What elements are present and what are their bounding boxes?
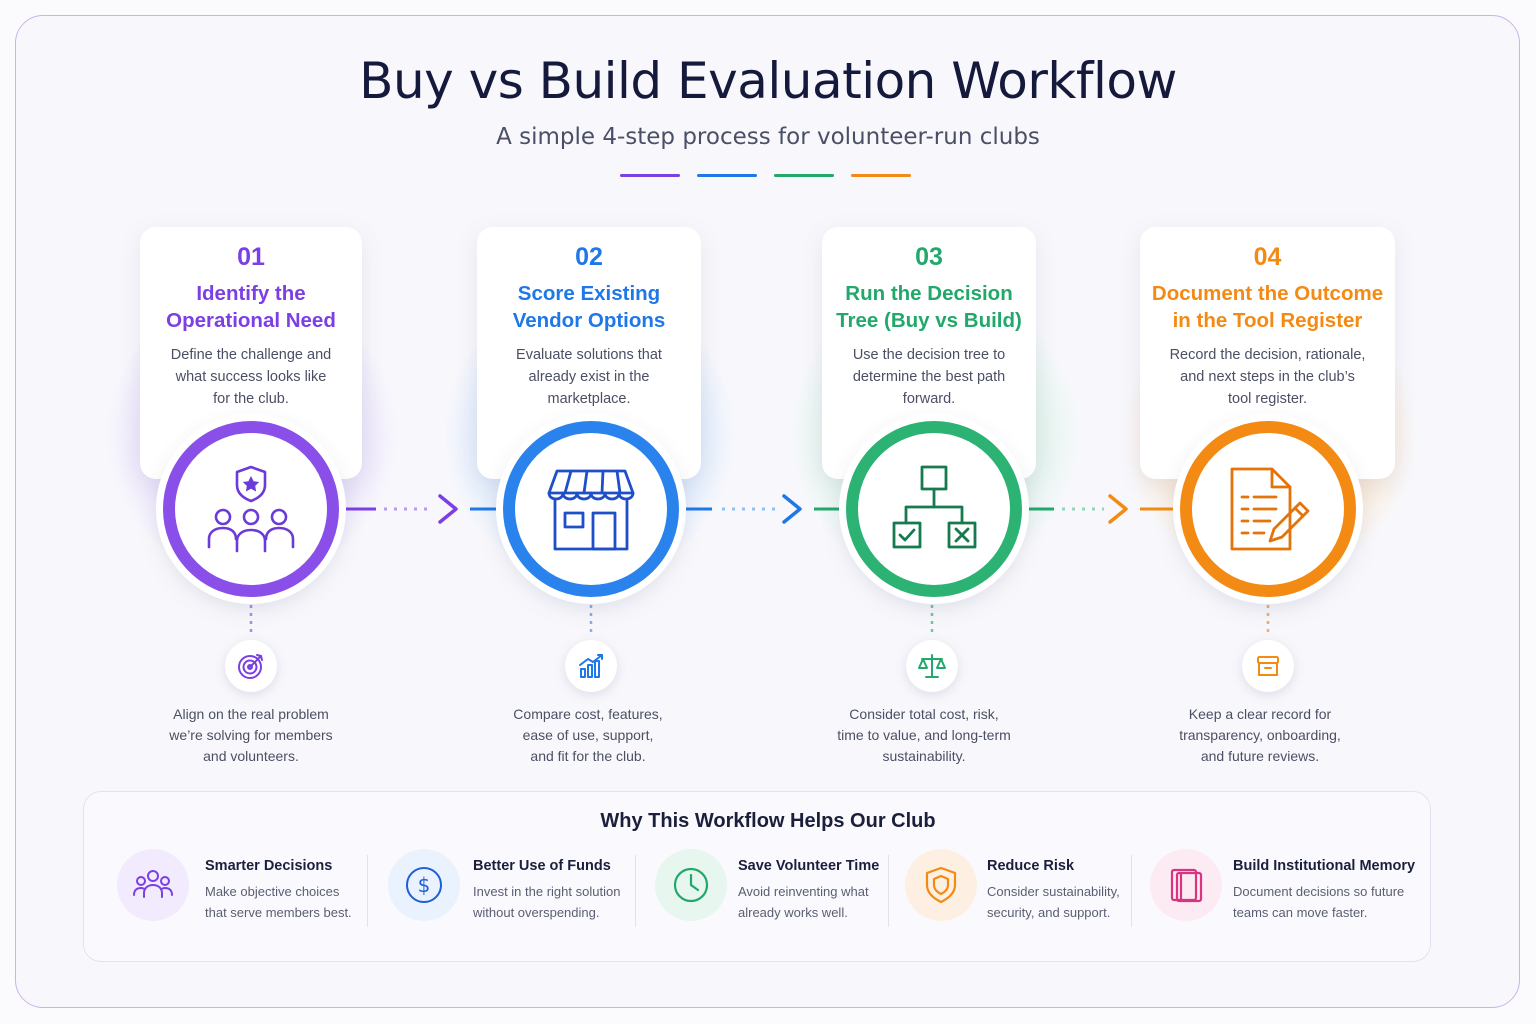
accent-bar-purple xyxy=(620,174,680,177)
page-title: Buy vs Build Evaluation Workflow xyxy=(359,52,1177,110)
benefit-divider xyxy=(635,855,636,927)
step-description: Evaluate solutions that already exist in… xyxy=(516,347,662,407)
step-1-ring xyxy=(163,421,339,597)
decision-tree-icon xyxy=(892,465,977,549)
accent-bars xyxy=(620,174,911,177)
step-number: 03 xyxy=(915,243,943,271)
step-2-note-icon xyxy=(565,640,617,692)
step-title: Document the Outcome in the Tool Registe… xyxy=(1151,282,1384,332)
benefit-3-description: Avoid reinventing what already works wel… xyxy=(738,884,869,920)
accent-bar-green xyxy=(774,174,834,177)
step-4-note: Keep a clear record for transparency, on… xyxy=(1179,706,1341,764)
svg-text:$: $ xyxy=(418,873,431,897)
dollar-icon: $ xyxy=(406,867,442,903)
step-description: Use the decision tree to determine the b… xyxy=(852,347,1006,407)
step-description: Define the challenge and what success lo… xyxy=(170,347,332,407)
step-2-note: Compare cost, features, ease of use, sup… xyxy=(513,706,663,764)
target-icon xyxy=(238,654,263,679)
step-number: 02 xyxy=(575,243,603,271)
step-1-note-icon xyxy=(225,640,277,692)
benefit-4-description: Consider sustainability, security, and s… xyxy=(987,884,1120,920)
benefit-5-description: Document decisions so future teams can m… xyxy=(1233,884,1405,920)
step-title: Identify the Operational Need xyxy=(166,282,336,332)
document-pencil-icon xyxy=(1230,467,1310,551)
benefit-5-title: Build Institutional Memory xyxy=(1233,858,1416,874)
benefit-divider xyxy=(888,855,889,927)
benefit-4-title: Reduce Risk xyxy=(987,858,1075,874)
benefit-1-title: Smarter Decisions xyxy=(205,858,333,874)
benefits-heading: Why This Workflow Helps Our Club xyxy=(600,810,936,832)
step-4-note-icon xyxy=(1242,640,1294,692)
step-4-ring xyxy=(1180,421,1356,597)
people-icon xyxy=(133,870,173,898)
shield-icon xyxy=(925,866,957,904)
clock-icon xyxy=(673,867,709,903)
step-title: Score Existing Vendor Options xyxy=(512,282,666,332)
step-1-note: Align on the real problem we’re solving … xyxy=(169,706,333,764)
benefit-3-title: Save Volunteer Time xyxy=(738,858,880,874)
benefit-5-icon-circle xyxy=(1150,849,1222,921)
page-subtitle: A simple 4-step process for volunteer-ru… xyxy=(496,124,1040,150)
storefront-icon xyxy=(547,469,635,551)
benefit-1-icon-circle xyxy=(117,849,189,921)
benefit-2-title: Better Use of Funds xyxy=(473,858,611,874)
step-3-note-icon xyxy=(906,640,958,692)
step-description: Record the decision, rationale, and next… xyxy=(1169,347,1366,407)
accent-bar-blue xyxy=(697,174,757,177)
benefit-divider xyxy=(367,855,368,927)
accent-bar-orange xyxy=(851,174,911,177)
step-number: 01 xyxy=(237,243,265,271)
step-2-ring xyxy=(503,421,679,597)
book-icon xyxy=(1170,868,1203,903)
benefit-2-description: Invest in the right solution without ove… xyxy=(473,884,621,920)
benefit-1-description: Make objective choices that serve member… xyxy=(205,884,352,920)
step-number: 04 xyxy=(1253,243,1282,271)
benefit-divider xyxy=(1131,855,1132,927)
bar-chart-icon xyxy=(579,654,603,678)
step-3-ring xyxy=(846,421,1022,597)
benefit-2-icon-circle: $ xyxy=(388,849,460,921)
shield-team-icon xyxy=(207,465,295,553)
archive-box-icon xyxy=(1257,656,1279,676)
step-3-note: Consider total cost, risk, time to value… xyxy=(837,706,1011,764)
benefit-4-icon-circle xyxy=(905,849,977,921)
scale-icon xyxy=(918,654,946,678)
step-title: Run the Decision Tree (Buy vs Build) xyxy=(836,282,1022,332)
benefit-3-icon-circle xyxy=(655,849,727,921)
